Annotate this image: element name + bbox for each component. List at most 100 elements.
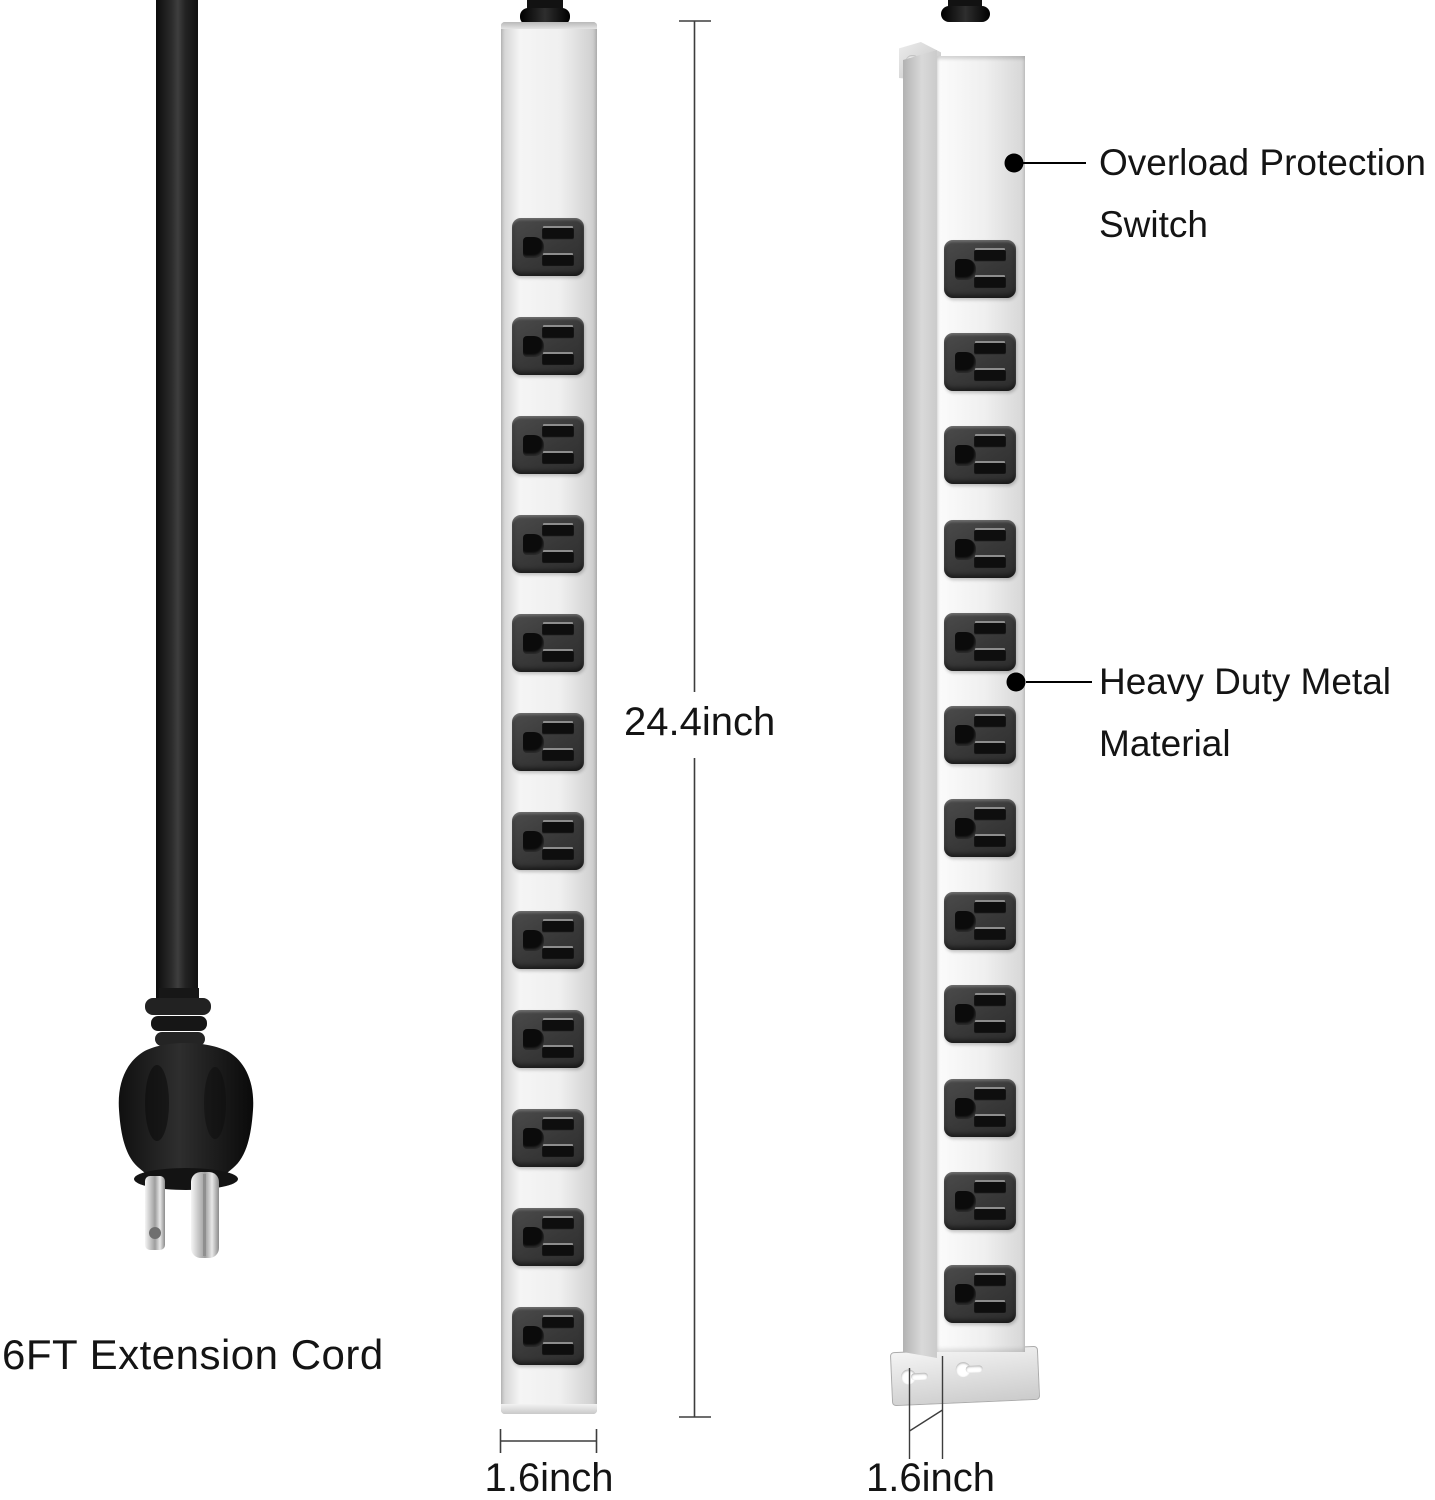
power-outlet — [944, 1264, 1016, 1323]
power-outlet — [944, 1171, 1016, 1230]
hot-slot — [974, 556, 1006, 569]
cord-length-label: 6FT Extension Cord — [2, 1331, 384, 1378]
power-outlet — [512, 1307, 584, 1365]
neutral-slot — [542, 822, 574, 834]
power-outlet — [512, 812, 584, 870]
strip-side-face — [903, 50, 937, 1358]
ground-hole — [523, 732, 544, 753]
power-outlet — [944, 892, 1016, 951]
hot-slot — [974, 836, 1006, 849]
hot-slot — [974, 1022, 1006, 1035]
power-outlet — [512, 713, 584, 771]
hot-slot — [974, 742, 1006, 755]
strip-cord-ferrule — [520, 8, 570, 25]
power-outlet — [512, 317, 584, 375]
hot-slot — [542, 948, 574, 960]
power-outlet — [944, 985, 1016, 1044]
neutral-slot — [974, 436, 1006, 449]
ground-hole — [523, 1326, 544, 1347]
hot-slot — [542, 1146, 574, 1158]
power-outlet — [512, 1109, 584, 1167]
plug-grip-dimple — [204, 1067, 226, 1139]
neutral-slot — [542, 921, 574, 933]
extension-cord — [156, 0, 198, 1008]
ground-hole — [523, 237, 544, 258]
neutral-slot — [974, 715, 1006, 728]
plug-rib — [155, 1032, 205, 1046]
power-outlet — [944, 426, 1016, 485]
ground-hole — [955, 538, 976, 560]
ground-hole — [955, 352, 976, 374]
power-outlet — [512, 416, 584, 474]
neutral-slot — [974, 529, 1006, 542]
strip-cord-ferrule — [941, 6, 990, 22]
ground-hole — [955, 818, 976, 840]
plug-body — [118, 1043, 254, 1186]
ground-hole — [523, 336, 544, 357]
ground-hole — [955, 1097, 976, 1119]
power-plug — [118, 988, 254, 1258]
height-label: 24.4inch — [624, 700, 776, 744]
width-label-front: 1.6inch — [484, 1456, 614, 1500]
hot-slot — [974, 1115, 1006, 1128]
ground-hole — [955, 1004, 976, 1026]
hot-slot — [542, 849, 574, 861]
ground-hole — [955, 631, 976, 653]
neutral-slot — [974, 1088, 1006, 1101]
power-outlet — [512, 1010, 584, 1068]
prong-split-line — [203, 1174, 206, 1256]
hot-slot — [542, 354, 574, 366]
width-dimension-line — [499, 1429, 598, 1453]
neutral-slot — [542, 525, 574, 537]
power-outlet — [944, 519, 1016, 578]
ground-hole — [955, 911, 976, 933]
neutral-slot — [542, 723, 574, 735]
neutral-slot — [974, 250, 1006, 262]
plug-rib — [145, 998, 211, 1015]
ground-hole — [955, 259, 976, 280]
power-outlet — [944, 705, 1016, 764]
power-outlet — [512, 218, 584, 276]
power-outlet — [944, 240, 1016, 298]
overload-label: Overload Protection Switch — [1099, 142, 1427, 245]
neutral-slot — [542, 1317, 574, 1329]
neutral-slot — [542, 327, 574, 339]
hot-slot — [542, 453, 574, 465]
plug-grip-dimple — [145, 1065, 169, 1141]
plug-rib — [151, 1016, 207, 1031]
neutral-slot — [974, 902, 1006, 915]
hot-slot — [542, 1344, 574, 1356]
prong-hole — [149, 1227, 161, 1239]
hot-slot — [974, 1301, 1006, 1314]
keyhole-channel — [910, 1372, 929, 1381]
ground-hole — [523, 1128, 544, 1149]
neutral-slot — [974, 343, 1006, 356]
outlet-stack-front — [512, 218, 584, 1365]
power-outlet — [512, 515, 584, 573]
hot-slot — [974, 1208, 1006, 1221]
ground-hole — [955, 1190, 976, 1212]
ground-hole — [955, 445, 976, 467]
depth-label-side: 1.6inch — [866, 1456, 995, 1500]
ground-hole — [955, 724, 976, 746]
neutral-slot — [542, 426, 574, 438]
power-outlet — [944, 333, 1016, 392]
neutral-slot — [974, 1274, 1006, 1287]
ground-hole — [523, 1227, 544, 1248]
neutral-slot — [974, 1181, 1006, 1194]
ground-hole — [523, 534, 544, 555]
hot-slot — [542, 255, 574, 267]
hot-slot — [542, 1245, 574, 1257]
neutral-slot — [542, 1119, 574, 1131]
neutral-slot — [974, 809, 1006, 822]
hot-slot — [542, 552, 574, 564]
neutral-slot — [542, 1020, 574, 1032]
power-outlet — [512, 911, 584, 969]
power-outlet — [512, 1208, 584, 1266]
neutral-slot — [974, 995, 1006, 1008]
hot-slot — [974, 649, 1006, 662]
hot-slot — [974, 929, 1006, 942]
hot-slot — [974, 370, 1006, 383]
keyhole-channel — [965, 1365, 983, 1373]
